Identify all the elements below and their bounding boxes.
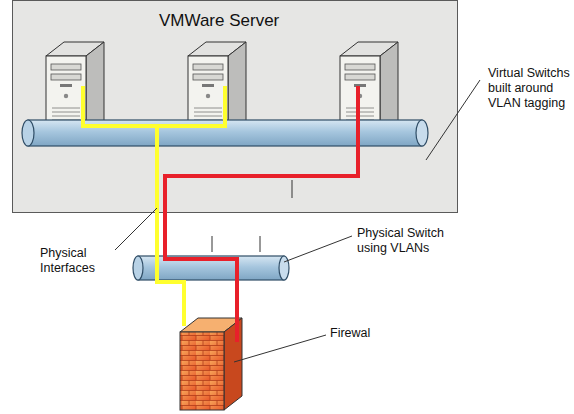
box-title: VMWare Server bbox=[159, 11, 279, 31]
callout-label: Physical Interfaces bbox=[40, 246, 118, 276]
callout-label: Virtual Switchs built around VLAN taggin… bbox=[488, 66, 572, 111]
server-box: VMWare Server bbox=[12, 0, 458, 213]
callout-label: Physical Switch using VLANs bbox=[357, 226, 447, 256]
callout-label: Firewal bbox=[330, 326, 400, 341]
